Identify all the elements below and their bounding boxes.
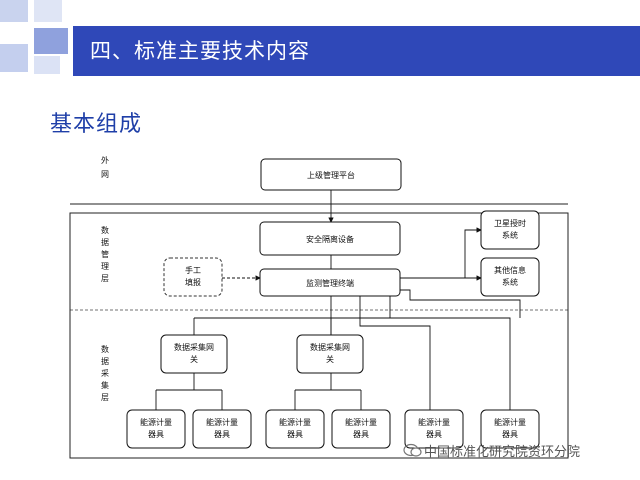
layer-label-data-management: 数 据 管 理 层: [101, 225, 109, 283]
node-label: 能源计量: [206, 417, 238, 427]
node-label: 监测管理终端: [306, 278, 354, 288]
node-label: 手工: [185, 265, 201, 275]
node-monitor-terminal: [259, 268, 401, 297]
node-label: 器具: [287, 430, 303, 439]
node-label: 关: [326, 354, 334, 364]
node-label: 数据采集网: [310, 342, 350, 352]
node-meter-2: [192, 409, 252, 449]
node-other-info: [480, 257, 540, 297]
layer-label-char: 管: [101, 249, 109, 259]
layer-label-char: 据: [101, 356, 109, 366]
layer-label-char: 数: [101, 344, 109, 354]
node-label: 器具: [353, 430, 369, 439]
layer-label-char: 理: [101, 262, 109, 271]
node-label: 安全隔离设备: [306, 234, 354, 244]
layer-label-char: 数: [101, 225, 109, 235]
node-label: 关: [190, 354, 198, 364]
connectors: [155, 190, 521, 410]
layer-label-char: 集: [101, 380, 109, 390]
node-label: 系统: [502, 277, 518, 287]
node-label: 上级管理平台: [307, 170, 355, 180]
layer-label-data-collection: 数 据 采 集 层: [101, 344, 109, 402]
watermark-text: 中国标准化研究院资环分院: [424, 445, 581, 460]
node-label: 器具: [502, 430, 518, 439]
layer-frame: [69, 212, 569, 459]
layer-label-char: 层: [101, 393, 109, 402]
node-label: 卫星授时: [494, 218, 526, 228]
wechat-icon: [403, 443, 422, 457]
node-label: 其他信息: [494, 265, 526, 275]
node-meter-6: [480, 409, 540, 449]
node-meter-1: [126, 409, 186, 449]
slide-title: 四、标准主要技术内容: [90, 39, 310, 63]
node-gateway-1: [160, 334, 228, 374]
layer-label-char: 外: [101, 155, 109, 165]
section-subtitle: 基本组成: [50, 112, 143, 137]
layer-label-char: 网: [101, 170, 109, 179]
node-gateway-2: [296, 334, 364, 374]
node-satellite-timing: [480, 210, 540, 250]
node-label: 能源计量: [418, 417, 450, 427]
node-upper-platform: [260, 158, 402, 191]
node-label: 数据采集网: [174, 342, 214, 352]
layer-label-outer: 外 网: [101, 155, 109, 179]
node-manual-fill: [163, 257, 223, 297]
layer-label-char: 采: [101, 368, 109, 378]
decor-square: [34, 0, 62, 22]
node-label: 填报: [185, 277, 201, 287]
decor-square: [34, 56, 60, 74]
node-label: 能源计量: [279, 417, 311, 427]
decor-square: [0, 44, 28, 72]
layer-label-char: 层: [101, 274, 109, 283]
node-meter-4: [331, 409, 391, 449]
node-meter-3: [265, 409, 325, 449]
decor-square: [34, 28, 68, 54]
node-label: 能源计量: [140, 417, 172, 427]
header-band: [73, 26, 640, 76]
node-label: 系统: [502, 230, 518, 240]
layer-label-char: 据: [101, 237, 109, 247]
node-label: 器具: [426, 430, 442, 439]
decor-square: [0, 0, 28, 22]
node-security-device: [259, 221, 401, 256]
node-label: 能源计量: [494, 417, 526, 427]
node-label: 器具: [214, 430, 230, 439]
node-meter-5: [404, 409, 464, 449]
node-label: 能源计量: [345, 417, 377, 427]
node-label: 器具: [148, 430, 164, 439]
